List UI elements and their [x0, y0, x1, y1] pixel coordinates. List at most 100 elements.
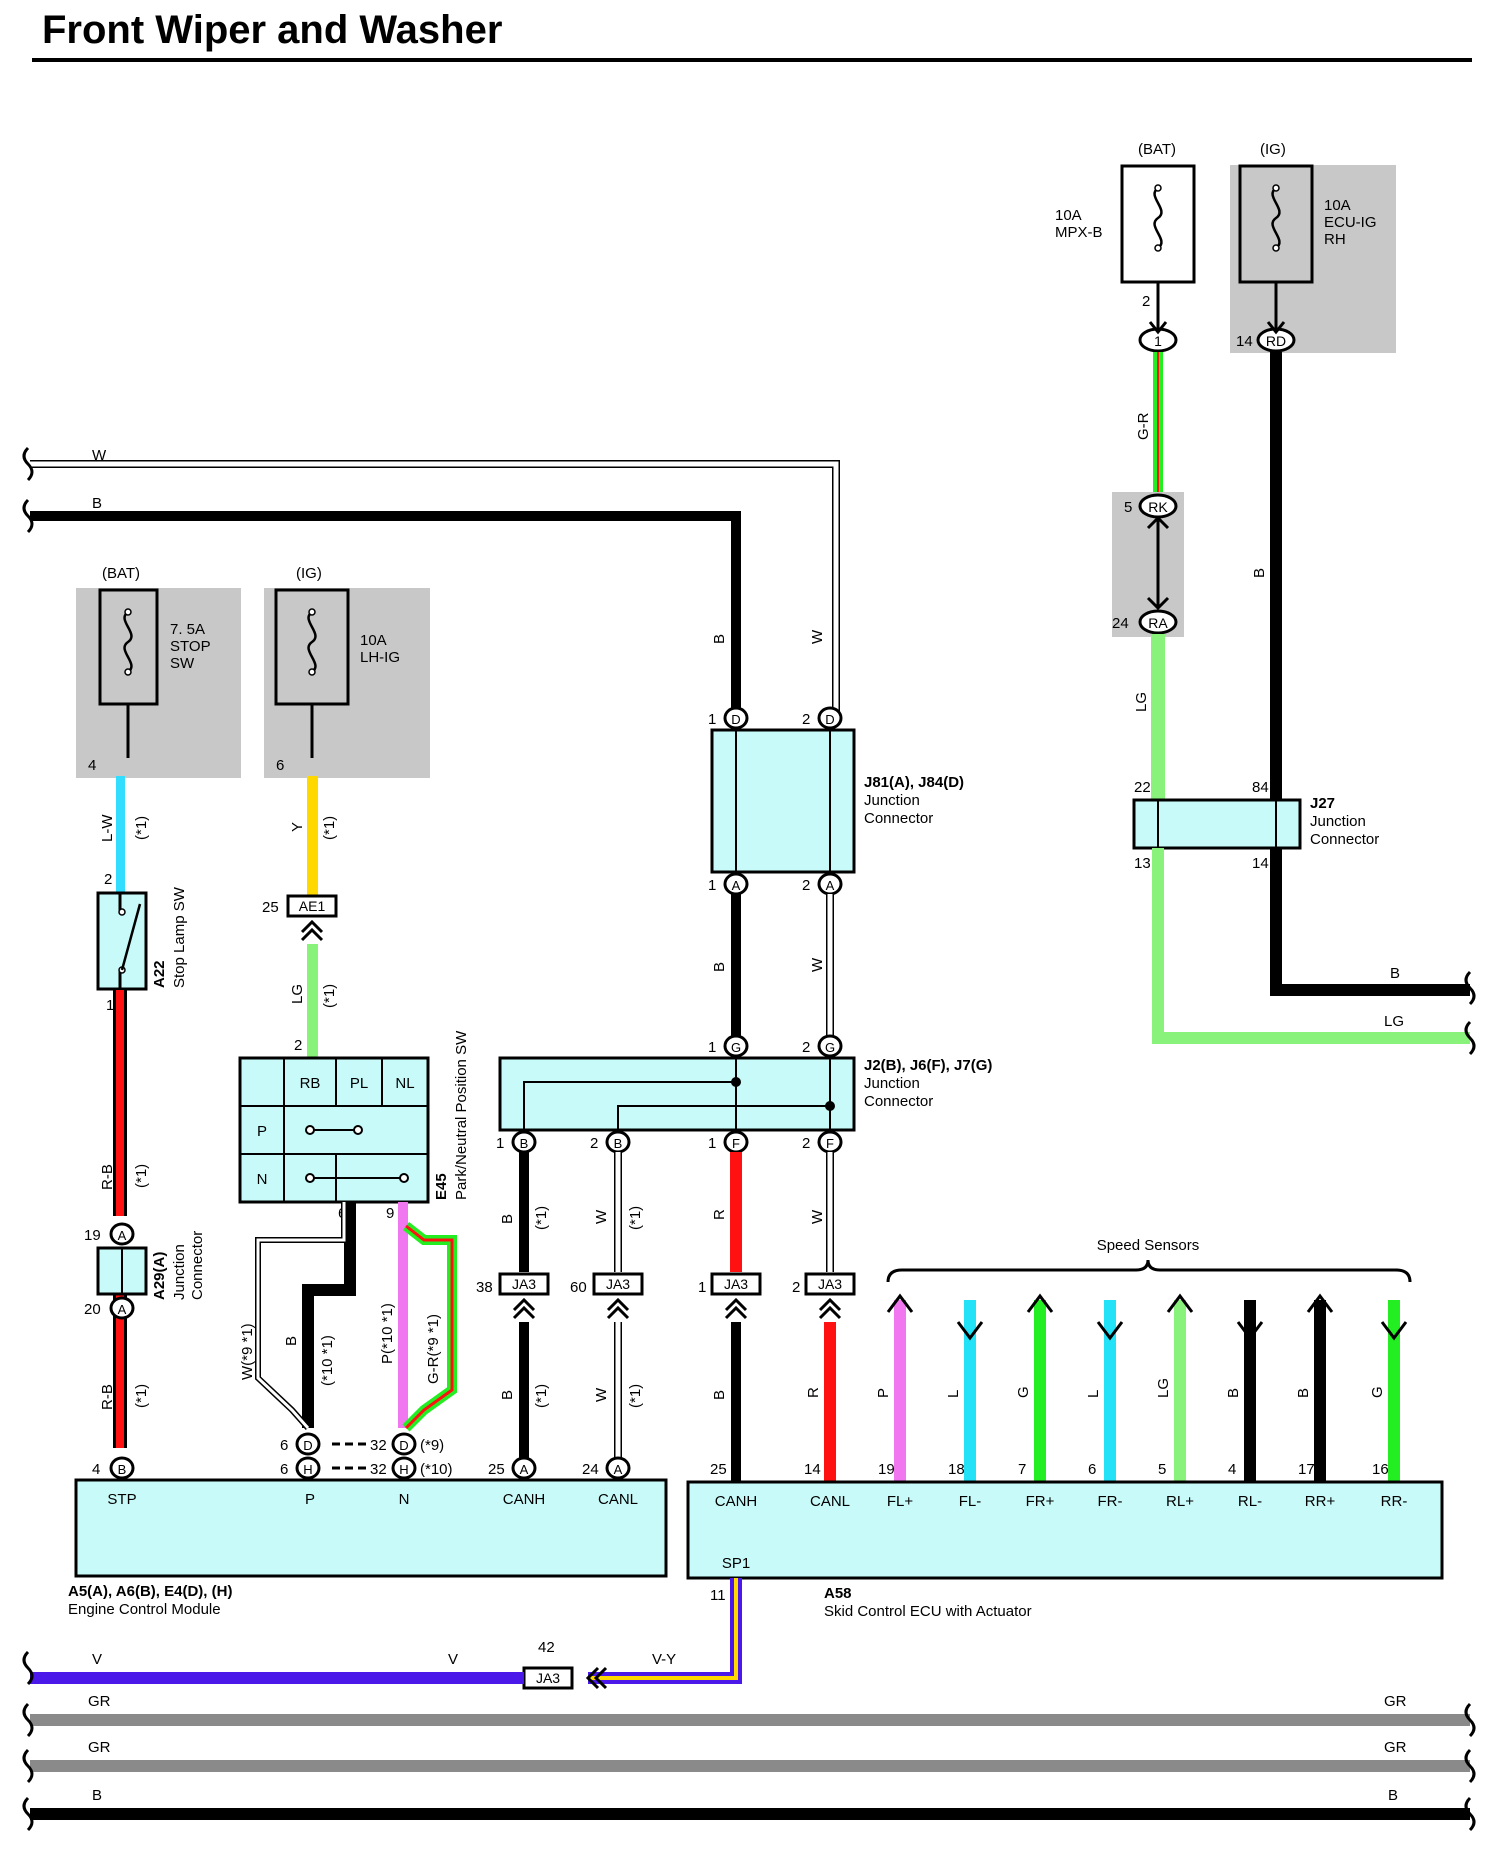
fuse-icon [307, 610, 317, 674]
component-id: J2(B), J6(F), J7(G) [864, 1057, 992, 1074]
fuse-source: (IG) [1260, 141, 1286, 158]
connector-pin [1138, 609, 1178, 635]
arrow-up-icon [1166, 1293, 1194, 1313]
terminal-label: RL- [1238, 1493, 1262, 1510]
svg-text:G: G [825, 1040, 835, 1055]
pin-number: 19 [878, 1461, 895, 1478]
terminal-label: RR+ [1305, 1493, 1336, 1510]
speed-sensors-label: Speed Sensors [1097, 1237, 1200, 1254]
svg-text:2: 2 [590, 1135, 598, 1152]
junction-connector-j27 [1132, 798, 1302, 850]
wire-label: B [711, 1390, 728, 1400]
note: (*1) [321, 984, 338, 1008]
component-name: Stop Lamp SW [171, 886, 188, 988]
top-b-bus [30, 511, 741, 720]
svg-text:1: 1 [708, 711, 716, 728]
wire-label: R [711, 1209, 728, 1220]
arrow-down-icon [1236, 1321, 1264, 1341]
component-name: Connector [864, 810, 933, 827]
component-name: Connector [864, 1093, 933, 1110]
pin-number: 4 [88, 757, 96, 774]
wire-label: LG [1384, 1013, 1404, 1030]
connector-pin [109, 1456, 135, 1480]
note: W(*9 *1) [239, 1323, 256, 1380]
svg-text:A: A [826, 878, 835, 893]
pin-number: 5 [1158, 1461, 1166, 1478]
component-id: E45 [433, 1173, 450, 1200]
svg-text:D: D [399, 1438, 408, 1453]
svg-text:2: 2 [802, 1135, 810, 1152]
svg-text:P: P [257, 1123, 267, 1140]
svg-text:STP: STP [107, 1491, 136, 1508]
pin-number: 2 [294, 1037, 302, 1054]
note: (*1) [533, 1384, 550, 1408]
component-name: Junction [171, 1244, 188, 1300]
wire-label: W [809, 629, 826, 644]
svg-text:D: D [731, 712, 740, 727]
svg-text:D: D [825, 712, 834, 727]
svg-text:RB: RB [300, 1075, 321, 1092]
svg-text:CANH: CANH [715, 1493, 758, 1510]
connector-pin [1138, 327, 1178, 353]
wire-label: V-Y [652, 1651, 676, 1668]
break-mark [22, 446, 34, 534]
wire-label: GR [88, 1693, 111, 1710]
svg-text:(*10): (*10) [420, 1461, 453, 1478]
note: (*10 *1) [319, 1335, 336, 1386]
svg-text:1: 1 [1154, 333, 1162, 349]
terminal-label: RR- [1381, 1493, 1408, 1510]
wire-label: W [593, 1209, 610, 1224]
connector-ja3 [710, 1272, 762, 1296]
wire-label: LG [289, 984, 306, 1004]
svg-text:A: A [614, 1462, 623, 1477]
connector-pin [295, 1432, 321, 1456]
svg-text:A: A [520, 1462, 529, 1477]
svg-text:32: 32 [370, 1437, 387, 1454]
arrow-up-icon [886, 1293, 914, 1313]
arrow-down-icon [1380, 1321, 1408, 1341]
component-name: Junction [1310, 813, 1366, 830]
wire-w-e45 [255, 1202, 347, 1430]
component-id: J81(A), J84(D) [864, 774, 964, 791]
svg-text:A: A [118, 1228, 127, 1243]
svg-text:N: N [257, 1171, 268, 1188]
svg-text:B: B [118, 1462, 127, 1477]
component-name: Park/Neutral Position SW [453, 1030, 470, 1200]
wire-label: LG [1155, 1378, 1172, 1398]
svg-text:NL: NL [395, 1075, 414, 1092]
wire-label: Y [289, 822, 306, 832]
svg-text:H: H [399, 1462, 408, 1477]
fuse-name: RH [1324, 231, 1346, 248]
connector-pin [109, 1222, 135, 1246]
fuse-source: (BAT) [1138, 141, 1176, 158]
fuse-rating: 10A [360, 632, 387, 649]
pin-number: 25 [262, 899, 279, 916]
pin-number: 14 [1236, 333, 1253, 350]
connector-pin [109, 1296, 135, 1320]
wire-label: P [875, 1388, 892, 1398]
connector-pin [723, 706, 749, 730]
top-w-bus [30, 460, 840, 720]
pin-number: 6 [276, 757, 284, 774]
junction-connector-j2 [498, 1056, 856, 1132]
pin-number: 16 [1372, 1461, 1389, 1478]
svg-text:G: G [731, 1040, 741, 1055]
terminal-label: FL+ [887, 1493, 914, 1510]
note: (*1) [321, 816, 338, 840]
note: (*1) [533, 1206, 550, 1230]
wire-label: B [283, 1336, 300, 1346]
component-id: A29(A) [151, 1252, 168, 1300]
wire-label: B [92, 495, 102, 512]
svg-text:1: 1 [708, 1039, 716, 1056]
pin-number: 6 [1088, 1461, 1096, 1478]
component-name: Connector [189, 1231, 206, 1300]
terminal-label: FR- [1098, 1493, 1123, 1510]
wire-gr-e45 [402, 1222, 457, 1432]
break-mark [22, 1650, 1476, 1832]
engine-control-module [74, 1478, 668, 1578]
svg-text:60: 60 [570, 1279, 587, 1296]
svg-text:CANH: CANH [503, 1491, 546, 1508]
connector-ja3 [592, 1272, 644, 1296]
component-name: Engine Control Module [68, 1601, 221, 1618]
